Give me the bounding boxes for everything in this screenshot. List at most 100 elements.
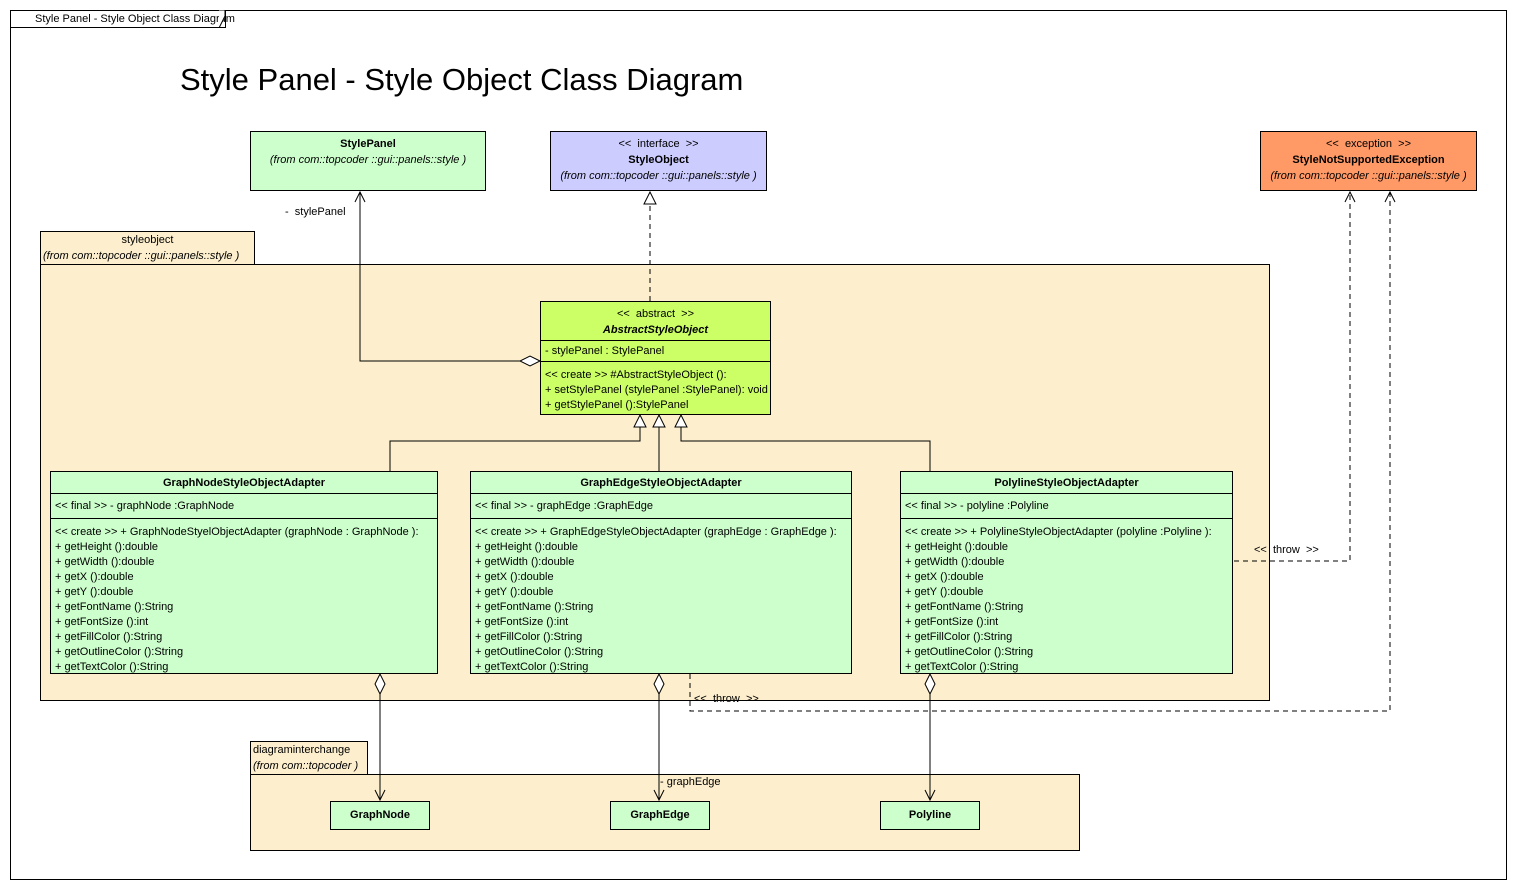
class-from: (from com::topcoder ::gui::panels::style… xyxy=(1270,170,1467,182)
class-polyline[interactable]: Polyline xyxy=(880,801,980,830)
package-name: diagraminterchange xyxy=(253,744,351,756)
class-stereotype: << abstract >> xyxy=(616,308,695,320)
class-from: (from com::topcoder ::gui::panels::style… xyxy=(269,154,467,166)
operation: + getTextColor ():String xyxy=(55,661,169,673)
operation: + getHeight ():double xyxy=(475,541,579,553)
operation: + getOutlineColor ():String xyxy=(475,646,604,658)
aggregation-diamond xyxy=(518,355,542,367)
class-name: GraphNodeStyleObjectAdapter xyxy=(163,477,325,489)
class-attributes: << final >> - graphEdge :GraphEdge xyxy=(471,493,851,518)
class-style-panel[interactable]: StylePanel (from com::topcoder ::gui::pa… xyxy=(250,131,486,191)
operation: + getWidth ():double xyxy=(55,556,155,568)
class-name: PolylineStyleObjectAdapter xyxy=(994,477,1139,489)
operation: + getY ():double xyxy=(905,586,984,598)
package-styleobject-tab: styleobject (from com::topcoder ::gui::p… xyxy=(40,231,255,265)
attribute: << final >> - graphNode :GraphNode xyxy=(55,500,235,512)
operation: + getStylePanel ():StylePanel xyxy=(545,399,689,411)
class-name: StylePanel xyxy=(340,138,396,150)
class-operations: << create >> + PolylineStyleObjectAdapte… xyxy=(901,518,1232,677)
generalization-polyline xyxy=(680,427,931,471)
operation: + getOutlineColor ():String xyxy=(905,646,1034,658)
class-style-not-supported-exception[interactable]: << exception >> StyleNotSupportedExcepti… xyxy=(1260,131,1477,191)
class-operations: << create >> + GraphEdgeStyleObjectAdapt… xyxy=(471,518,851,677)
operation: + getX ():double xyxy=(475,571,554,583)
operation: << create >> + GraphEdgeStyleObjectAdapt… xyxy=(475,526,837,538)
package-diagraminterchange-tab: diagraminterchange (from com::topcoder ) xyxy=(250,741,368,775)
class-name: StyleObject xyxy=(628,154,689,166)
operation: + getWidth ():double xyxy=(905,556,1005,568)
attribute: << final >> - graphEdge :GraphEdge xyxy=(475,500,653,512)
arrowhead-open xyxy=(653,789,665,802)
attribute: - stylePanel : StylePanel xyxy=(545,345,665,357)
arrowhead-open xyxy=(924,789,936,802)
class-style-object[interactable]: << interface >> StyleObject (from com::t… xyxy=(550,131,767,191)
role-style-panel-label: - stylePanel xyxy=(285,206,346,218)
operation: + getFontSize ():int xyxy=(905,616,999,628)
class-operations: << create >> #AbstractStyleObject (): + … xyxy=(541,361,770,415)
class-polyline-adapter[interactable]: PolylineStyleObjectAdapter << final >> -… xyxy=(900,471,1233,674)
class-graph-edge-adapter[interactable]: GraphEdgeStyleObjectAdapter << final >> … xyxy=(470,471,852,674)
class-graph-node[interactable]: GraphNode xyxy=(330,801,430,830)
operation: + getX ():double xyxy=(55,571,134,583)
class-graph-node-adapter[interactable]: GraphNodeStyleObjectAdapter << final >> … xyxy=(50,471,438,674)
diagram-frame xyxy=(10,10,1507,880)
operation: + getFillColor ():String xyxy=(475,631,583,643)
generalization-triangle xyxy=(652,413,666,428)
operation: + getX ():double xyxy=(905,571,984,583)
package-from: (from com::topcoder ::gui::panels::style… xyxy=(43,250,240,262)
arrowhead-open xyxy=(354,190,366,203)
operation: + getHeight ():double xyxy=(55,541,159,553)
class-attributes: << final >> - graphNode :GraphNode xyxy=(51,493,437,518)
class-stereotype: << exception >> xyxy=(1325,138,1411,150)
generalization-graph-node xyxy=(389,427,641,471)
diagram-title: Style Panel - Style Object Class Diagram xyxy=(180,62,744,97)
class-attributes: << final >> - polyline :Polyline xyxy=(901,493,1232,518)
operation: + getY ():double xyxy=(55,586,134,598)
throw-label-2: << throw >> xyxy=(694,693,759,705)
arrowhead-open xyxy=(1344,190,1356,203)
operation: + getFontName ():String xyxy=(475,601,594,613)
class-abstract-style-object[interactable]: << abstract >> AbstractStyleObject - sty… xyxy=(540,301,771,415)
role-graph-edge-label: - graphEdge xyxy=(660,776,721,788)
operation: + getY ():double xyxy=(475,586,554,598)
generalization-triangle xyxy=(633,413,647,428)
class-attributes: - stylePanel : StylePanel xyxy=(541,340,770,361)
operation: + getFontName ():String xyxy=(905,601,1024,613)
operation: + getTextColor ():String xyxy=(475,661,589,673)
operation: + getHeight ():double xyxy=(905,541,1009,553)
class-name: GraphEdgeStyleObjectAdapter xyxy=(580,477,742,489)
operation: << create >> + GraphNodeStyelObjectAdapt… xyxy=(55,526,419,538)
generalization-triangle xyxy=(674,413,688,428)
operation: << create >> + PolylineStyleObjectAdapte… xyxy=(905,526,1212,538)
operation: + getTextColor ():String xyxy=(905,661,1019,673)
operation: << create >> #AbstractStyleObject (): xyxy=(545,369,727,381)
operation: + setStylePanel (stylePanel :StylePanel)… xyxy=(545,384,768,396)
throw-label-1: << throw >> xyxy=(1254,544,1319,556)
arrowhead-open xyxy=(1384,190,1396,203)
operation: + getOutlineColor ():String xyxy=(55,646,184,658)
class-operations: << create >> + GraphNodeStyelObjectAdapt… xyxy=(51,518,437,677)
throw-dependency-2 xyxy=(689,192,1391,712)
operation: + getFillColor ():String xyxy=(55,631,163,643)
aggregation-diamond xyxy=(374,672,386,696)
class-from: (from com::topcoder ::gui::panels::style… xyxy=(560,170,757,182)
aggregation-diamond xyxy=(653,672,665,696)
frame-tab-corner xyxy=(219,10,226,28)
class-graph-edge[interactable]: GraphEdge xyxy=(610,801,710,830)
operation: + getFontSize ():int xyxy=(55,616,149,628)
package-from: (from com::topcoder ) xyxy=(253,760,359,772)
class-name: AbstractStyleObject xyxy=(602,324,709,336)
arrowhead-open xyxy=(374,789,386,802)
aggregation-diamond xyxy=(924,672,936,696)
realization-triangle xyxy=(643,190,657,205)
attribute: << final >> - polyline :Polyline xyxy=(905,500,1049,512)
operation: + getFontName ():String xyxy=(55,601,174,613)
aggregation-style-panel xyxy=(359,192,520,362)
package-name: styleobject xyxy=(121,234,174,246)
class-stereotype: << interface >> xyxy=(618,138,699,150)
class-name: StyleNotSupportedException xyxy=(1292,154,1445,166)
operation: + getFillColor ():String xyxy=(905,631,1013,643)
diagram-frame-tab: Style Panel - Style Object Class Diagram xyxy=(10,10,235,28)
operation: + getWidth ():double xyxy=(475,556,575,568)
